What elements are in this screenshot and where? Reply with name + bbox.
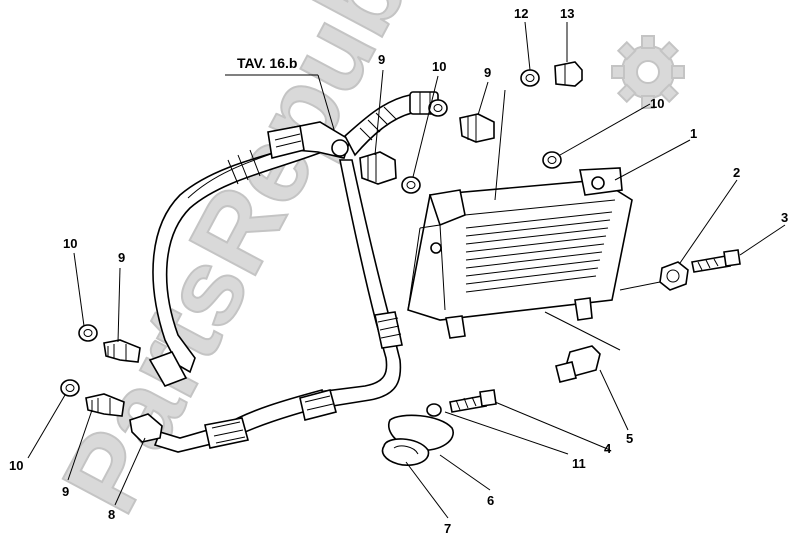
callout-8: 8 — [108, 507, 115, 522]
callout-12: 12 — [514, 6, 528, 21]
callout-9-left-upper: 9 — [118, 250, 125, 265]
reference-text: TAV. 16.b — [237, 55, 297, 71]
leader-lines — [27, 21, 786, 519]
hose-lower-long — [317, 159, 403, 409]
callout-4: 4 — [604, 441, 612, 456]
oil-cooler — [407, 167, 633, 339]
callout-6: 6 — [487, 493, 494, 508]
callout-10-right: 10 — [650, 96, 664, 111]
callout-9-top-right: 9 — [484, 65, 491, 80]
callouts: 1 2 3 4 5 6 7 8 9 9 9 9 10 10 10 10 11 1… — [9, 6, 788, 536]
mount-lower — [555, 345, 601, 383]
callout-13: 13 — [560, 6, 574, 21]
fitting-left-upper — [78, 324, 141, 363]
fitting-middle — [359, 151, 421, 194]
callout-10-left-upper: 10 — [63, 236, 77, 251]
mount-right — [659, 249, 741, 291]
clamp-group — [381, 389, 497, 466]
callout-9-left-lower: 9 — [62, 484, 69, 499]
callout-11: 11 — [572, 456, 586, 471]
fitting-top-right — [428, 61, 583, 169]
callout-1: 1 — [690, 126, 697, 141]
hose-top — [344, 91, 439, 157]
callout-7: 7 — [444, 521, 451, 536]
gear-icon — [611, 35, 685, 109]
callout-2: 2 — [733, 165, 740, 180]
callout-10-top: 10 — [432, 59, 446, 74]
elbow-fitting-top — [267, 121, 351, 159]
callout-9-top: 9 — [378, 52, 385, 67]
hose-bottom — [153, 388, 337, 453]
callout-5: 5 — [626, 431, 633, 446]
callout-10-left-lower: 10 — [9, 458, 23, 473]
fitting-left-lower — [60, 379, 163, 443]
callout-3: 3 — [781, 210, 788, 225]
